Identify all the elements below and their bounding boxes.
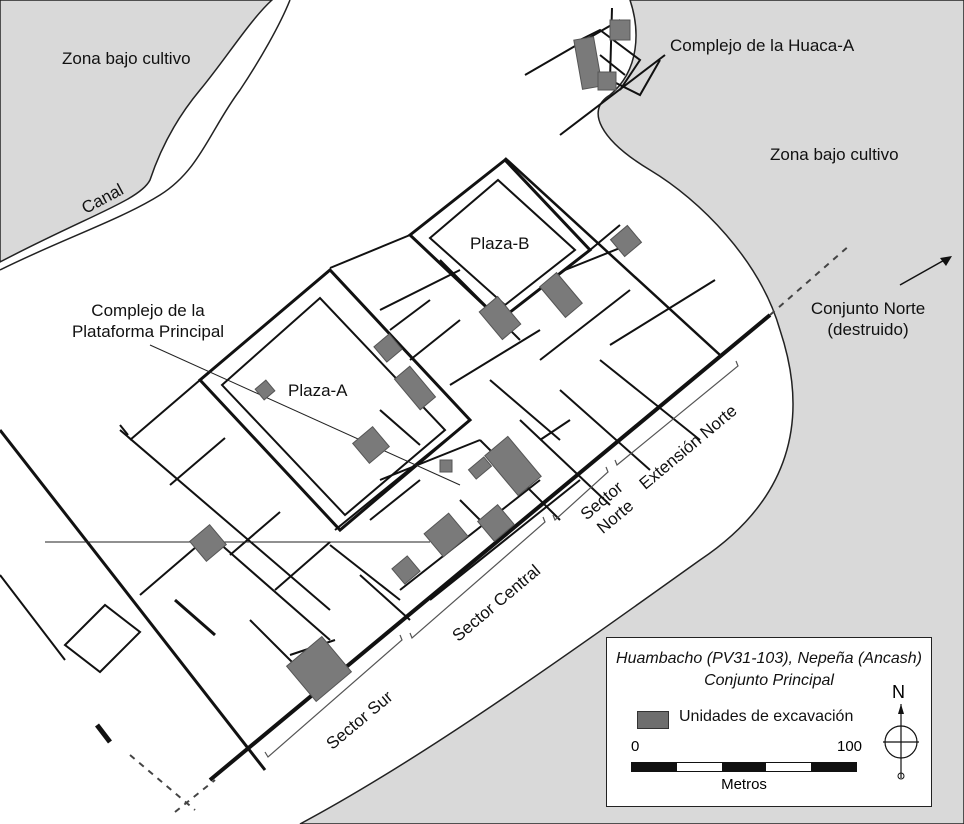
leader-line-plataforma <box>149 344 461 486</box>
cultivated-zone-right <box>299 0 964 824</box>
conjunto-line2: (destruido) <box>827 320 909 339</box>
excavation-units <box>188 19 643 703</box>
scale-bar <box>631 762 857 772</box>
zona-bajo-cultivo-right-label: Zona bajo cultivo <box>770 145 899 164</box>
legend-title-line2: Conjunto Principal <box>704 672 834 689</box>
conjunto-line1: Conjunto Norte <box>810 299 926 318</box>
excavation-unit <box>484 435 542 497</box>
wall-fragment <box>95 723 112 744</box>
excavation-unit <box>188 523 228 563</box>
scale-segment <box>632 763 677 771</box>
excavation-swatch-label: Unidades de excavación <box>679 708 854 725</box>
legend-box: Huambacho (PV31-103), Nepeña (Ancash) Co… <box>606 637 932 807</box>
plaza-a-label: Plaza-A <box>288 381 348 400</box>
excavation-unit <box>609 224 643 258</box>
excavation-unit <box>439 459 453 473</box>
plaza-b-label: Plaza-B <box>470 234 530 253</box>
sector-brackets <box>264 360 739 758</box>
scale-unit: Metros <box>721 776 767 793</box>
complejo-huaca-a-label: Complejo de la Huaca-A <box>670 36 855 55</box>
excavation-unit <box>478 295 522 341</box>
excavation-unit <box>467 456 493 480</box>
legend-title-line1: Huambacho (PV31-103), Nepeña (Ancash) <box>616 650 922 667</box>
excavation-unit <box>597 71 617 91</box>
excavation-unit <box>391 555 421 585</box>
excavation-unit <box>573 36 603 90</box>
north-arrow-icon <box>883 704 919 780</box>
scale-max: 100 <box>837 738 863 755</box>
excavation-unit <box>609 19 631 41</box>
plataforma-line2: Plataforma Principal <box>71 322 225 341</box>
conjunto-norte-label: Conjunto Norte (destruido) <box>808 298 928 340</box>
north-letter: N <box>892 682 905 702</box>
cultivated-zone-left <box>0 0 274 263</box>
canal-line <box>0 0 291 271</box>
scale-segment <box>811 763 856 771</box>
plataforma-principal-label: Complejo de la Plataforma Principal <box>48 300 248 342</box>
excavation-unit <box>423 512 469 558</box>
zona-bajo-cultivo-left-label: Zona bajo cultivo <box>62 49 191 68</box>
conjunto-arrowhead <box>940 256 952 266</box>
excavation-unit <box>393 365 437 411</box>
plataforma-line1: Complejo de la <box>91 301 205 320</box>
conjunto-arrow <box>899 257 949 286</box>
scale-min: 0 <box>631 738 640 755</box>
excavation-unit <box>254 379 276 401</box>
excavation-unit <box>285 635 353 703</box>
excavation-unit <box>373 333 403 363</box>
dashed-line-s <box>174 779 216 813</box>
excavation-unit <box>539 271 583 319</box>
excavation-unit <box>476 503 516 543</box>
scale-segment <box>721 763 767 771</box>
excavation-unit <box>351 425 391 465</box>
dashed-line-sw <box>129 754 196 811</box>
excavation-swatch <box>637 711 669 729</box>
dashed-line-ne <box>769 244 851 316</box>
